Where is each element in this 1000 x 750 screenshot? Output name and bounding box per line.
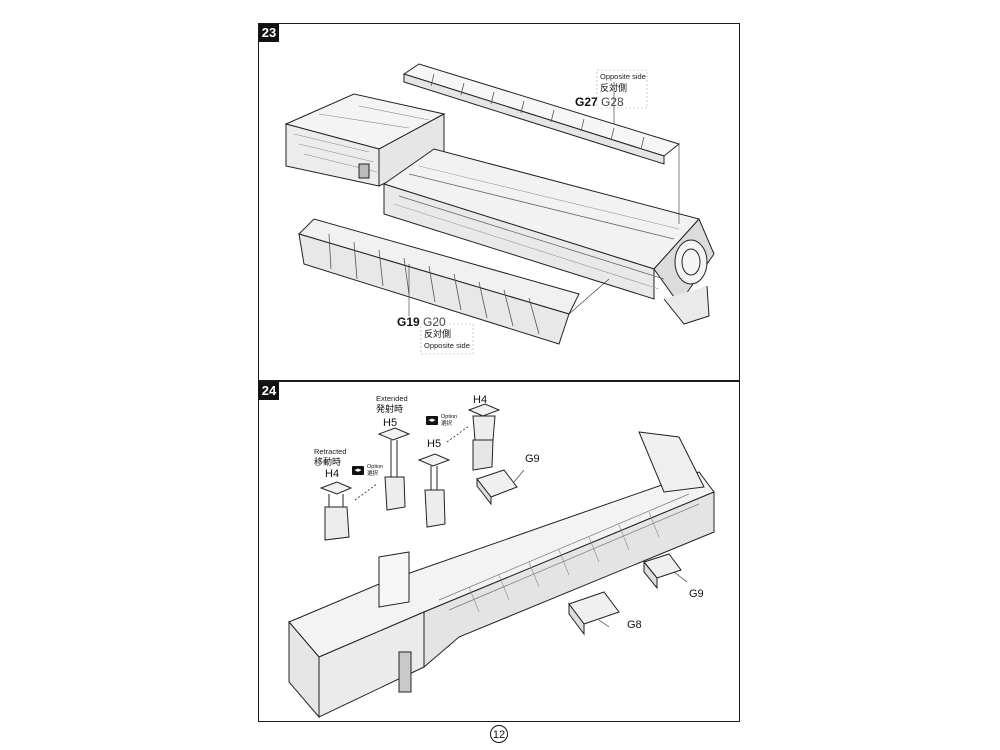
step-23-panel: 23	[258, 23, 740, 381]
g8-label: G8	[627, 619, 642, 631]
top-cover-panel	[402, 63, 681, 165]
extended-label-jp: 発射時	[376, 404, 404, 414]
h4-retracted-label: H4	[325, 468, 340, 480]
bottom-part-note-en: Opposite side	[424, 341, 470, 350]
page-number: 12	[490, 725, 508, 743]
h4-retracted-part	[319, 481, 353, 541]
option-indicator-left: ◂▸ Option 選択	[352, 464, 383, 477]
g9-right-label: G9	[689, 588, 704, 600]
h5-middle-part	[417, 453, 451, 528]
part-g28-label: G28	[601, 95, 624, 109]
vehicle-chassis	[288, 431, 715, 719]
h5-extended-part	[377, 427, 411, 511]
retracted-label-jp: 移動時	[314, 457, 342, 467]
g9-top-label: G9	[525, 453, 540, 465]
h5-middle-label: H5	[427, 438, 442, 450]
launcher-tube-body	[382, 148, 715, 325]
top-part-label: G27 G28	[575, 96, 624, 108]
h4-right-part	[467, 403, 501, 471]
part-g19-label: G19	[397, 315, 420, 329]
extended-label-en: Extended	[376, 394, 408, 403]
step-number: 24	[259, 382, 279, 400]
leader-lines	[408, 82, 680, 316]
part-g27-label: G27	[575, 95, 598, 109]
h5-extended-label: H5	[383, 417, 398, 429]
top-part-note-en: Opposite side	[600, 72, 646, 81]
retracted-label-en: Retracted	[314, 447, 347, 456]
chassis-assembly-illustration	[288, 403, 715, 719]
h4-right-label: H4	[473, 394, 488, 406]
option-indicator-right: ◂▸ Option 選択	[426, 414, 457, 427]
bottom-part-label: G19 G20	[397, 316, 446, 328]
part-g20-label: G20	[423, 315, 446, 329]
armored-box-module	[284, 93, 446, 187]
bottom-part-note-jp: 反対側	[424, 329, 452, 339]
option-arrows-icon: ◂▸	[426, 416, 438, 425]
top-part-note-jp: 反対側	[600, 83, 628, 93]
side-panel	[298, 218, 580, 345]
step-number: 23	[259, 24, 279, 42]
step-24-panel: 24	[258, 381, 740, 722]
option-arrows-icon: ◂▸	[352, 466, 364, 475]
launcher-assembly-illustration	[284, 63, 715, 355]
